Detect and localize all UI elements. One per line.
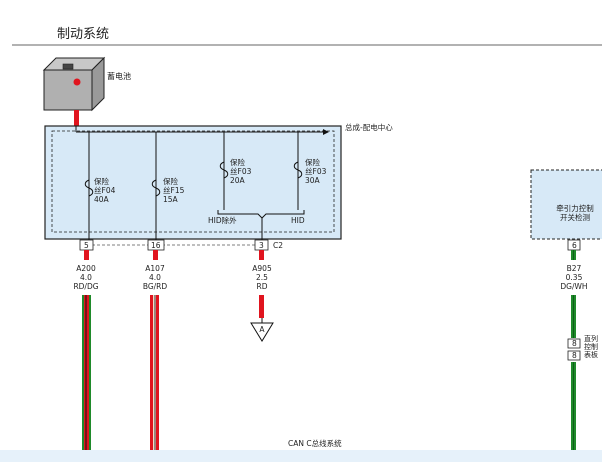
traction-control-label-2: 开关检测 xyxy=(560,212,590,222)
pin-8-upper xyxy=(567,338,581,349)
wire-b27 xyxy=(571,295,576,450)
wire-a107-code: A107 xyxy=(145,264,165,273)
fuse-f04-rating: 40A xyxy=(94,195,110,204)
wire-a905-gauge: 2.5 xyxy=(256,273,268,282)
pin-16-label: 16 xyxy=(151,241,161,250)
battery-icon xyxy=(42,56,106,112)
traction-control-label-1: 牵引力控制 xyxy=(556,203,594,213)
wire-a200 xyxy=(82,295,91,462)
bottom-strip xyxy=(0,450,602,462)
wire-a200-stub xyxy=(84,250,89,260)
fuse-f04-label1: 保险 xyxy=(94,176,109,186)
fuse-f15-rating: 15A xyxy=(163,195,179,204)
fuse-f03-20a-rating: 20A xyxy=(230,176,246,185)
wire-b27-code: B27 xyxy=(567,264,582,273)
pin-8-lower-label: 8 xyxy=(572,351,577,360)
wire-a905-color: RD xyxy=(257,282,268,291)
wire-b27-color: DG/WH xyxy=(560,282,587,291)
battery-label: 蓄电池 xyxy=(107,71,131,81)
wire-a905-stub xyxy=(259,250,264,260)
pin-6-label: 6 xyxy=(572,241,577,250)
fuse-f15-label1: 保险 xyxy=(163,176,178,186)
pin-8-upper-label: 8 xyxy=(572,339,577,348)
fuse-f03-30a-rating: 30A xyxy=(305,176,321,185)
distribution-center-label: 总成-配电中心 xyxy=(345,122,393,132)
distribution-center-panel xyxy=(44,125,342,240)
wire-a107-color: BG/RD xyxy=(143,282,168,291)
can-bus-label: CAN C总线系统 xyxy=(288,438,342,448)
distribution-center-inner-border xyxy=(51,130,335,233)
pin-3-label: 3 xyxy=(259,241,264,250)
wire-a200-color: RD/DG xyxy=(73,282,98,291)
ground-ref-a-label: A xyxy=(259,325,265,334)
bus-arrow-icon xyxy=(323,129,329,135)
fuse-f03-20a-icon xyxy=(219,161,229,179)
fuse-f04-label2: 丝F04 xyxy=(94,185,116,195)
ground-ref-a-icon xyxy=(250,322,274,342)
pin-5-label: 5 xyxy=(84,241,89,250)
hid-excluded-label: HID除外 xyxy=(208,215,237,225)
fuse-f04-icon xyxy=(84,179,94,197)
fuse-f03-30a-icon xyxy=(293,161,303,179)
wire-a905-code: A905 xyxy=(252,264,272,273)
inline-label-3: 表板 xyxy=(584,350,598,359)
wire-a200-gauge: 4.0 xyxy=(80,273,92,282)
wire-b27-gauge: 0.35 xyxy=(566,273,583,282)
pin-8-lower xyxy=(567,350,581,361)
hid-label: HID xyxy=(291,216,305,225)
inline-label-2: 控制 xyxy=(584,342,598,351)
wire-a200-code: A200 xyxy=(76,264,96,273)
wire-a107-stub xyxy=(153,250,158,260)
traction-control-module xyxy=(530,169,602,240)
wire-a905 xyxy=(259,295,264,318)
wire-a107-gauge: 4.0 xyxy=(149,273,161,282)
connector-c2-label: C2 xyxy=(273,241,283,250)
fuse-f15-icon xyxy=(151,179,161,197)
inline-label-1: 直列 xyxy=(584,334,598,343)
fuse-f03-20a-label1: 保险 xyxy=(230,157,245,167)
fuse-f15-label2: 丝F15 xyxy=(163,185,185,195)
fuse-f03-30a-label1: 保险 xyxy=(305,157,320,167)
battery-lead xyxy=(74,110,79,126)
fuse-f03-20a-label2: 丝F03 xyxy=(230,166,252,176)
fuse-f03-30a-label2: 丝F03 xyxy=(305,166,327,176)
wire-a107 xyxy=(150,295,159,462)
page-title: 制动系统 xyxy=(57,27,109,42)
